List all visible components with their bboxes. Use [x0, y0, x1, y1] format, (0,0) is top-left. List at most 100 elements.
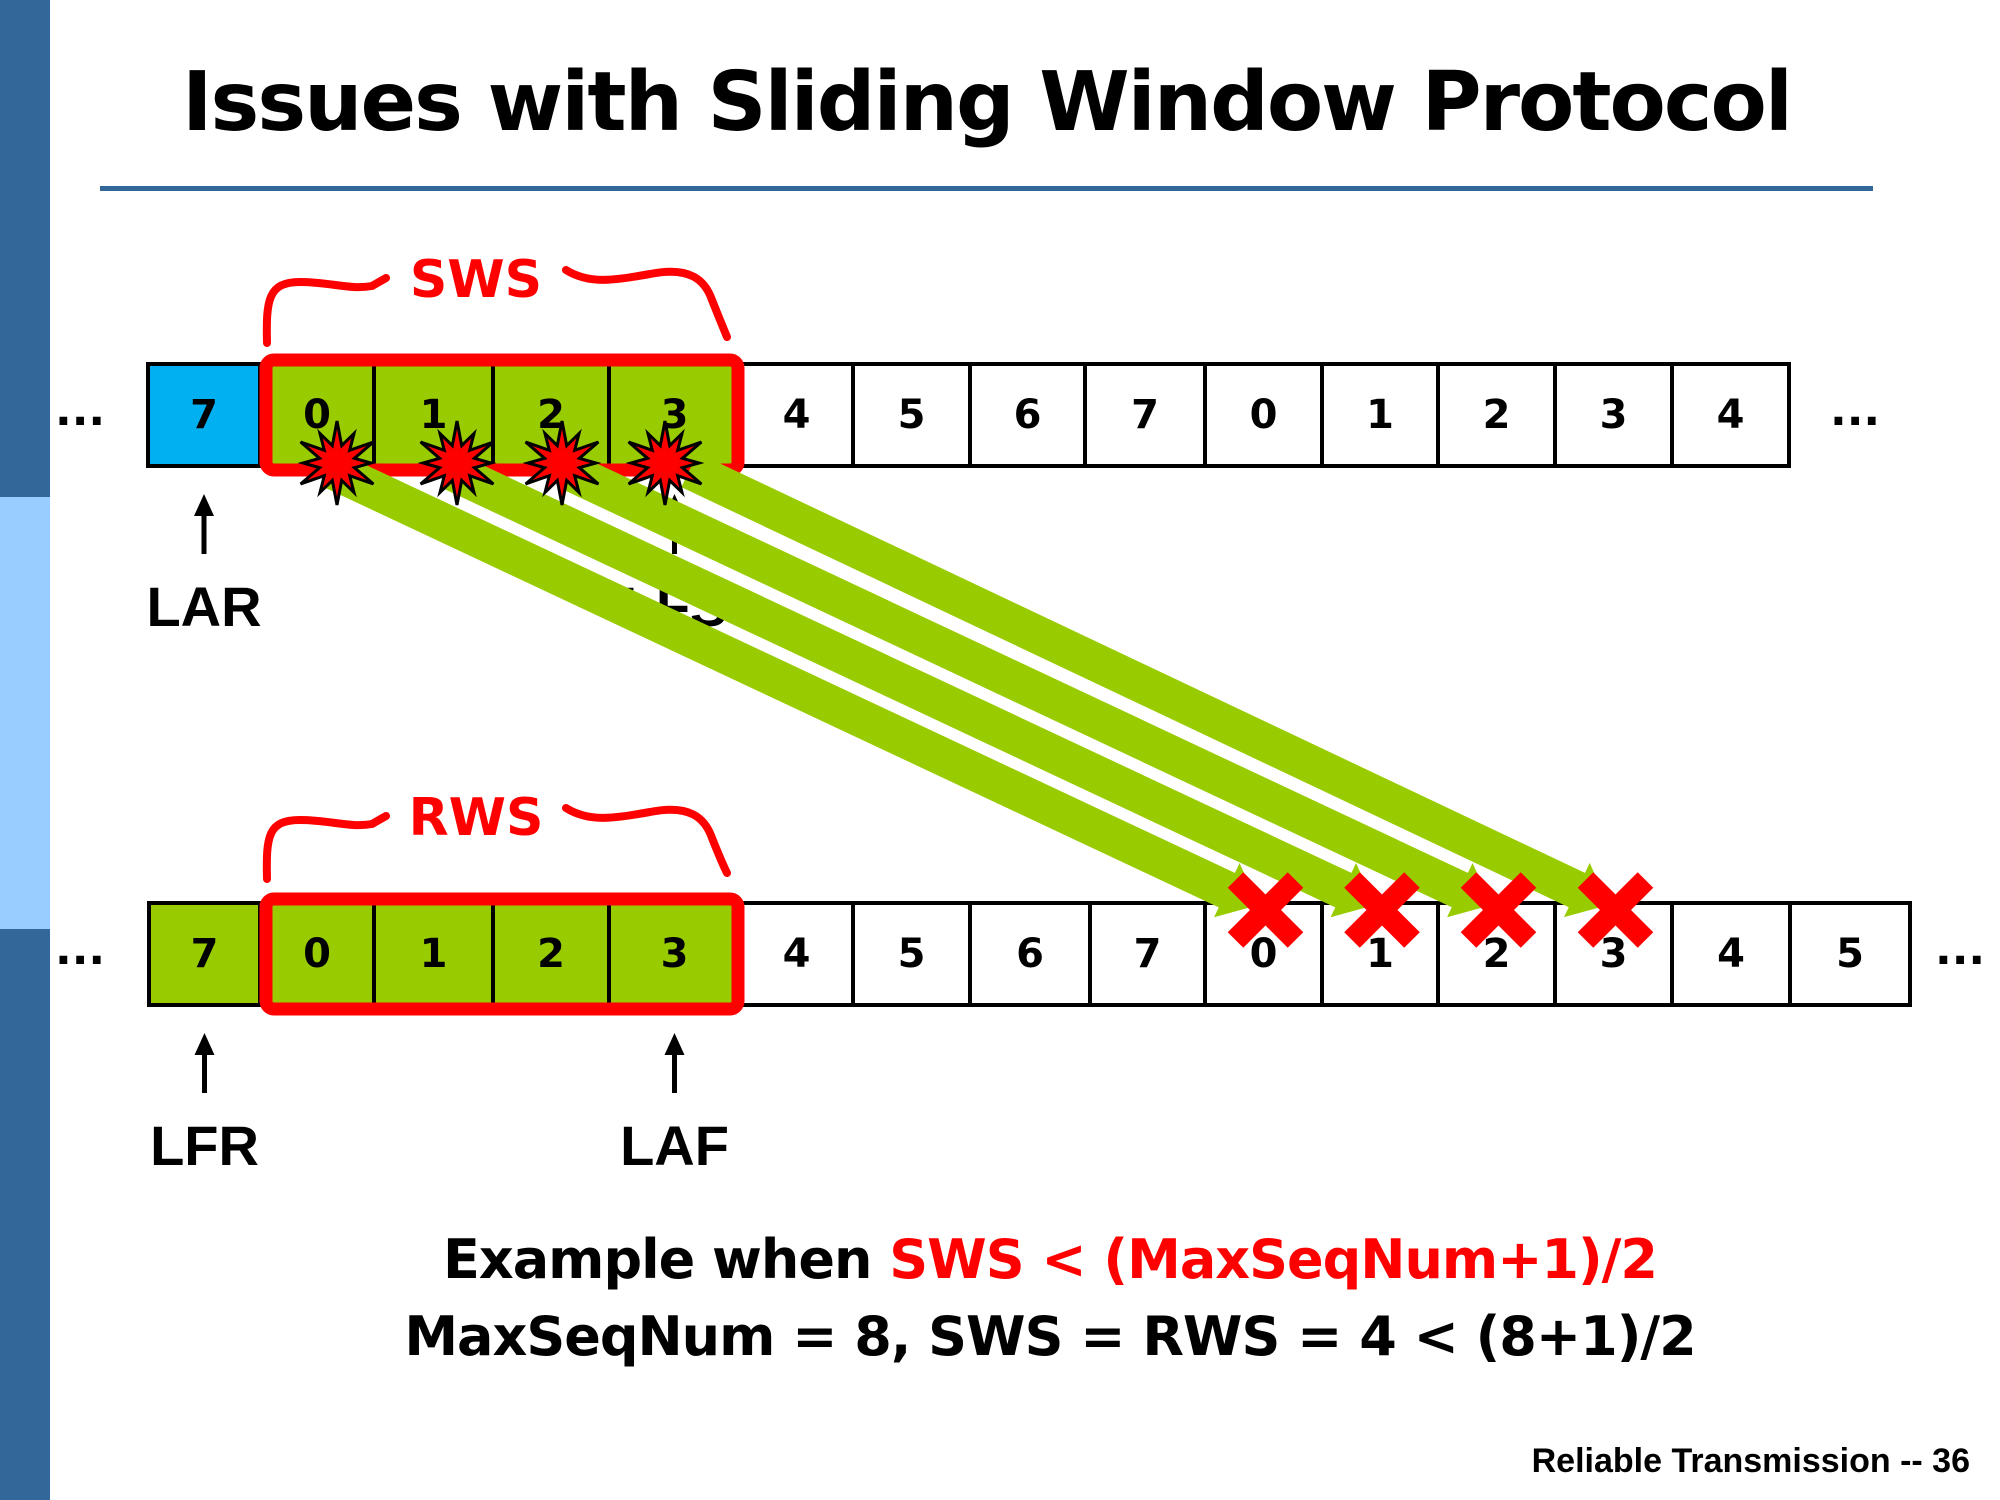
receiver-cell: 5: [851, 901, 972, 1007]
receiver-cell-number: 3: [1600, 931, 1628, 977]
receiver-cell-number: 2: [1483, 931, 1511, 977]
receiver-cell: 5: [1788, 901, 1912, 1007]
title-underline: [100, 186, 1873, 191]
receiver-cell-number: 1: [420, 931, 448, 977]
receiver-cell: 4: [1670, 901, 1792, 1007]
sender-cell-number: 0: [1250, 392, 1278, 438]
sender-cell: 3: [1553, 362, 1674, 468]
receiver-cell-box: [1088, 901, 1207, 1007]
sender-cell-number: 1: [420, 392, 448, 438]
receiver-cell: 7: [1088, 901, 1207, 1007]
cross-icon: [1577, 872, 1654, 948]
receiver-cell-box: [968, 901, 1092, 1007]
receiver-ellipsis-left: ...: [55, 924, 105, 975]
loss-marks: [297, 420, 1654, 948]
receiver-cell: 7: [147, 901, 262, 1007]
sender-cell-number: 1: [1366, 392, 1394, 438]
rws-label: RWS: [409, 788, 544, 848]
sws-brace: SWS: [262, 250, 731, 347]
receiver-cell-box: [147, 901, 262, 1007]
arrow-up-icon: [194, 1033, 215, 1055]
sender-cell-box: [146, 362, 262, 468]
sender-cell-box: [1436, 362, 1557, 468]
sender-cell-box: [1670, 362, 1791, 468]
receiver-cell-number: 5: [1836, 931, 1864, 977]
sender-ellipsis-left: ...: [55, 385, 105, 436]
sender-cell-number: 6: [1014, 392, 1042, 438]
transmission-bands: [323, 452, 1609, 918]
pointer-label: LFR: [150, 1114, 259, 1177]
sender-cell: 7: [1083, 362, 1207, 468]
sender-ellipsis-right: ...: [1830, 385, 1880, 436]
slide-footer: Reliable Transmission -- 36: [1531, 1442, 1970, 1480]
caption-line-1-prefix: Example when: [443, 1228, 890, 1291]
sender-cell: 4: [738, 362, 855, 468]
sidebar-band-bottom: [0, 929, 50, 1500]
receiver-cell: 2: [491, 901, 611, 1007]
receiver-cell-number: 2: [537, 931, 565, 977]
receiver-cell-number: 7: [1134, 931, 1162, 977]
sender-cell: 2: [1436, 362, 1557, 468]
pointer-laf: LAF: [620, 1033, 729, 1177]
receiver-cell-number: 6: [1016, 931, 1044, 977]
pointer-label: LAR: [146, 575, 261, 638]
receiver-cell-number: 4: [1717, 931, 1745, 977]
receiver-cell: 4: [738, 901, 855, 1007]
rws-brace: RWS: [262, 788, 731, 883]
arrow-up-icon: [664, 1033, 685, 1055]
receiver-cell-number: 0: [1250, 931, 1278, 977]
receiver-cell-box: [1788, 901, 1912, 1007]
frame-transmission-arrow: [440, 452, 1375, 918]
sender-cell-number: 0: [303, 392, 331, 438]
explosion-icon: [522, 420, 602, 506]
pointer-lar: LAR: [146, 494, 262, 638]
sender-cell: 1: [1320, 362, 1440, 468]
sender-cell: 4: [1670, 362, 1791, 468]
sws-label: SWS: [410, 250, 542, 310]
cross-icon: [1344, 872, 1420, 948]
receiver-cell: 3: [607, 901, 742, 1007]
sidebar-band-middle: [0, 497, 50, 929]
receiver-cell: 1: [372, 901, 495, 1007]
sender-cell-box: [1203, 362, 1324, 468]
sender-cell-number: 4: [783, 392, 811, 438]
receiver-cell-number: 7: [191, 931, 219, 977]
sender-cell: 0: [1203, 362, 1324, 468]
caption-condition: SWS < (MaxSeqNum+1)/2: [889, 1228, 1658, 1291]
caption-line-1: Example when SWS < (MaxSeqNum+1)/2: [0, 1228, 2000, 1291]
receiver-cell-number: 1: [1366, 931, 1394, 977]
frame-transmission-arrow: [323, 452, 1259, 918]
receiver-ellipsis-right: ...: [1935, 924, 1985, 975]
sender-cell-number: 3: [1600, 392, 1628, 438]
frame-transmission-arrow: [681, 452, 1609, 918]
receiver-cell-number: 3: [661, 931, 689, 977]
arrow-up-icon: [194, 494, 214, 516]
caption-line-2: MaxSeqNum = 8, SWS = RWS = 4 < (8+1)/2: [404, 1305, 1696, 1368]
slide-title: Issues with Sliding Window Protocol: [182, 55, 1793, 150]
receiver-cell: 0: [258, 901, 376, 1007]
receiver-cell-number: 0: [303, 931, 331, 977]
frame-transmission-arrow: [557, 452, 1492, 918]
sender-cell: 5: [851, 362, 972, 468]
sender-cell-box: [851, 362, 972, 468]
explosion-icon: [417, 420, 497, 506]
sender-cell-number: 2: [1483, 392, 1511, 438]
sidebar-band-top: [0, 0, 50, 497]
pointer-lfr: LFR: [150, 1033, 259, 1177]
explosion-icon: [297, 420, 377, 506]
receiver-cell-box: [1670, 901, 1792, 1007]
receiver-window-frame: [259, 892, 745, 1016]
receiver-cell-box: [851, 901, 972, 1007]
sender-cell-number: 5: [898, 392, 926, 438]
sender-cell: 7: [146, 362, 262, 468]
sender-cell-box: [968, 362, 1087, 468]
receiver-cell: 6: [968, 901, 1092, 1007]
pointer-label: LAF: [620, 1114, 729, 1177]
receiver-cell-number: 5: [898, 931, 926, 977]
sender-cell-box: [1320, 362, 1440, 468]
sender-cell: 6: [968, 362, 1087, 468]
sender-cell-number: 4: [1717, 392, 1745, 438]
